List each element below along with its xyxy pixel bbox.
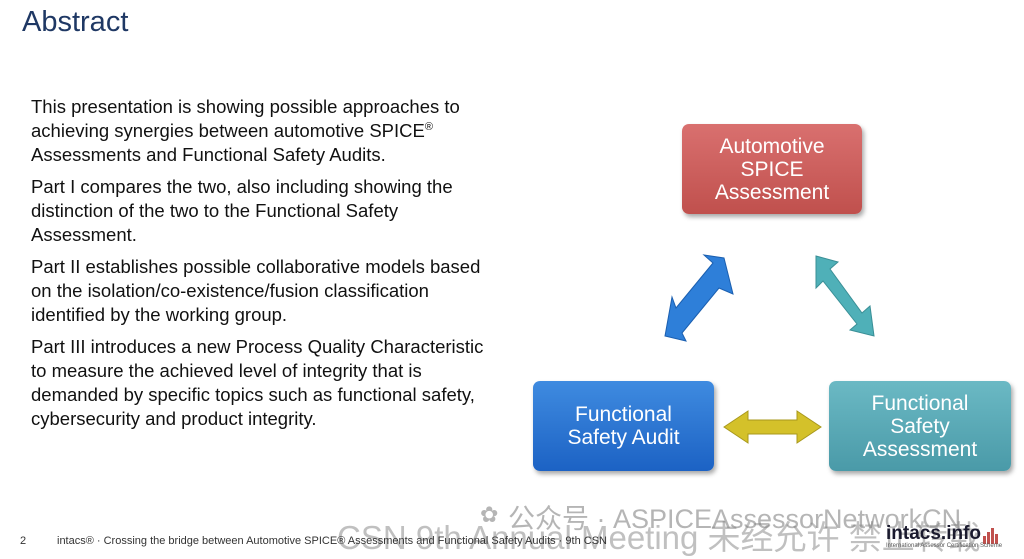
paragraph-part-2: Part II establishes possible collaborati… — [31, 256, 481, 325]
functional-safety-audit-box: Functional Safety Audit — [533, 381, 714, 471]
automotive-spice-assessment-box: Automotive SPICE Assessment — [682, 124, 862, 214]
paragraph-intro: This presentation is showing possible ap… — [31, 96, 460, 165]
abstract-body: This presentation is showing possible ap… — [31, 95, 501, 439]
paragraph-part-1: Part I compares the two, also including … — [31, 176, 453, 245]
double-arrow-spice-audit — [664, 254, 734, 342]
audit-box-label: Functional Safety Audit — [567, 403, 680, 449]
page-title: Abstract — [22, 6, 129, 38]
watermark-account: 公众号 · ASPICEAssessorNetworkCN — [508, 504, 962, 534]
logo-name: intacs.info — [886, 523, 982, 544]
page-number: 2 — [20, 535, 27, 547]
double-arrow-spice-assessment — [815, 255, 875, 337]
logo-bars-icon — [983, 526, 999, 544]
wechat-icon: ✿ — [480, 502, 499, 527]
functional-safety-assessment-box: Functional Safety Assessment — [829, 381, 1011, 471]
paragraph-part-3: Part III introduces a new Process Qualit… — [31, 336, 484, 429]
assessment-box-label: Functional Safety Assessment — [862, 391, 978, 461]
footer-text: intacs® · Crossing the bridge between Au… — [57, 535, 607, 547]
intacs-logo: intacs.info International Assessor Certi… — [886, 523, 1002, 549]
double-arrow-audit-assessment — [723, 410, 822, 444]
spice-box-label: Automotive SPICE Assessment — [714, 134, 830, 204]
watermark-meeting: CSN 9th Annual Meeting 未经允许 禁止转载 — [337, 519, 981, 556]
logo-subtitle: International Assessor Certification Sch… — [886, 543, 1003, 549]
